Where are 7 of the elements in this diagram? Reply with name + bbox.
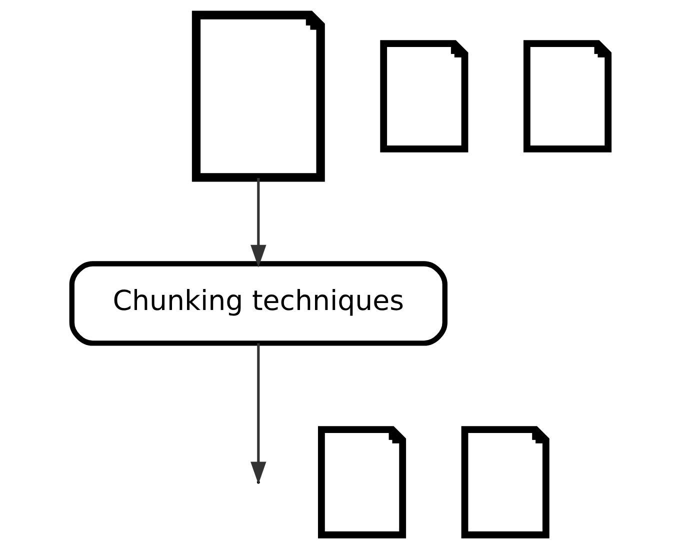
arrow (250, 178, 266, 268)
node-box: Chunking techniques (69, 261, 448, 346)
node-picture (318, 426, 406, 538)
node-picture (461, 426, 550, 538)
node-picture (380, 40, 468, 152)
node-picture (192, 10, 325, 182)
node-picture (523, 40, 612, 152)
